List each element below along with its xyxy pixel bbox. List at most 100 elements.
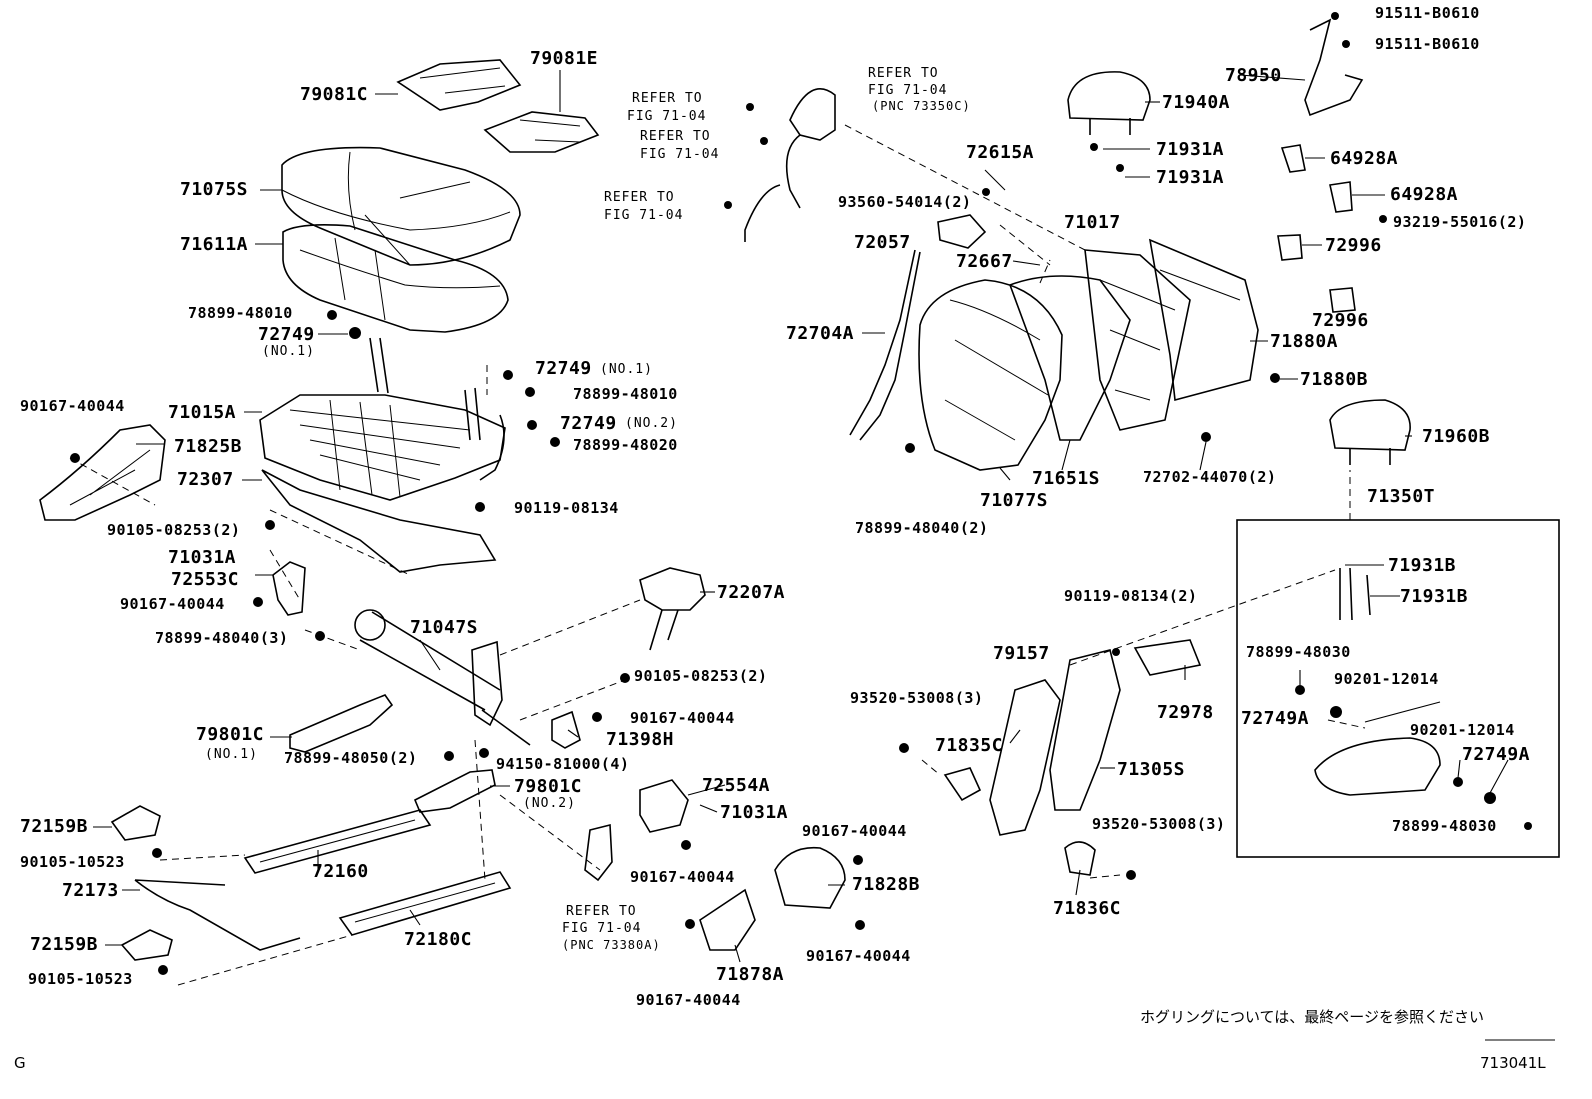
label-72667: 72667 [956, 251, 1013, 272]
label-90201-12014-b: 90201-12014 [1410, 721, 1515, 739]
hinge-72207a [639, 567, 706, 651]
cushion-cover-piece-c [396, 59, 522, 111]
label-72749-a: 72749 [258, 324, 315, 345]
label-72554a: 72554A [702, 775, 771, 796]
label-91511-b0610-b: 91511-B0610 [1375, 35, 1480, 53]
headrest-71960b [1329, 399, 1411, 465]
label-72749-c: 72749 [560, 413, 617, 434]
label-71077s: 71077S [980, 490, 1049, 511]
label-71878a: 71878A [716, 964, 785, 985]
label-72160: 72160 [312, 861, 369, 882]
label-72615a: 72615A [966, 142, 1035, 163]
seat-cushion-frame [282, 224, 509, 333]
label-72996-a: 72996 [1325, 235, 1382, 256]
label-72057: 72057 [854, 232, 911, 253]
refer-note-5-line3: (PNC 73380A) [562, 938, 661, 952]
cable-72704a [849, 249, 921, 441]
refer-note-2-line1: REFER TO [640, 129, 711, 144]
label-79157: 79157 [993, 643, 1050, 664]
label-71835c: 71835C [935, 735, 1004, 756]
label-79801c-b: 79801C [514, 776, 583, 797]
refer-note-4-line3: (PNC 73350C) [872, 99, 971, 113]
bracket-71398h [551, 710, 581, 749]
label-71398h: 71398H [606, 729, 675, 750]
label-71931b-a: 71931B [1388, 555, 1457, 576]
cover-64928a-lower [1329, 181, 1353, 213]
label-72749-c-note: (NO.2) [625, 416, 678, 431]
label-93219-55016: 93219-55016(2) [1393, 213, 1527, 231]
plate-79801c-no2 [413, 769, 496, 813]
label-72749-b: 72749 [535, 358, 592, 379]
label-78899-48030-a: 78899-48030 [1246, 643, 1351, 661]
switch-72996-lower [1329, 287, 1356, 313]
leader-lines [93, 70, 1509, 963]
refer-note-5-line2: FIG 71-04 [562, 921, 642, 936]
armrest-lid-72978 [1133, 639, 1202, 676]
label-72173: 72173 [62, 880, 119, 901]
label-71960b: 71960B [1422, 426, 1491, 447]
label-71931b-b: 71931B [1400, 586, 1469, 607]
label-72307: 72307 [177, 469, 234, 490]
label-72553c: 72553C [171, 569, 240, 590]
seat-belt-assembly [584, 88, 836, 882]
label-78899-48010-a: 78899-48010 [188, 304, 293, 322]
side-cover-left [39, 424, 166, 521]
seatback-frame-pad [1008, 275, 1131, 441]
refer-note-4-line1: REFER TO [868, 66, 939, 81]
dashed-guides [69, 124, 1366, 986]
bracket-78950 [1304, 18, 1364, 117]
cushion-cover-piece-e [483, 111, 600, 153]
label-78899-48030-b: 78899-48030 [1392, 817, 1497, 835]
label-72749a-a: 72749A [1241, 708, 1310, 729]
label-72749a-b: 72749A [1462, 744, 1531, 765]
label-71931a-b: 71931A [1156, 167, 1225, 188]
label-72978: 72978 [1157, 702, 1214, 723]
label-93520-53008-b: 93520-53008(3) [1092, 815, 1226, 833]
figure-id: 713041L [1480, 1054, 1546, 1072]
label-71031a-b: 71031A [720, 802, 789, 823]
label-78899-48040-b: 78899-48040(2) [855, 519, 989, 537]
label-79081c: 79081C [300, 84, 369, 105]
release-bar [134, 879, 301, 951]
armrest-79157 [989, 679, 1061, 836]
label-72207a: 72207A [717, 582, 786, 603]
label-93520-53008-a: 93520-53008(3) [850, 689, 984, 707]
label-71940a: 71940A [1162, 92, 1231, 113]
label-71350t: 71350T [1367, 486, 1436, 507]
seat-frame [259, 337, 506, 501]
label-91511-b0610-a: 91511-B0610 [1375, 4, 1480, 22]
label-78950: 78950 [1225, 65, 1282, 86]
switch-72996-upper [1277, 234, 1303, 261]
label-72180c: 72180C [404, 929, 473, 950]
slide-cover-lower [120, 929, 173, 961]
label-72159b-a: 72159B [20, 816, 89, 837]
armrest-assembly-box [1236, 519, 1560, 858]
seat-track-72160 [243, 809, 432, 874]
cover-71878a [699, 888, 756, 951]
armrest-frame-71305s [1049, 649, 1121, 811]
label-90167-40044-b: 90167-40044 [120, 595, 225, 613]
label-78899-48010-b: 78899-48010 [573, 385, 678, 403]
label-64928a-a: 64928A [1330, 148, 1399, 169]
label-64928a-b: 64928A [1390, 184, 1459, 205]
label-71047s: 71047S [410, 617, 479, 638]
label-90167-40044-a: 90167-40044 [20, 397, 125, 415]
fasteners [70, 12, 1532, 975]
seatback-frame [1084, 249, 1191, 431]
label-78899-48040-a: 78899-48040(3) [155, 629, 289, 647]
label-79801c-a-note: (NO.1) [205, 747, 258, 762]
label-72749-b-note: (NO.1) [600, 362, 653, 377]
refer-note-5-line1: REFER TO [566, 904, 637, 919]
label-71828b: 71828B [852, 874, 921, 895]
refer-note-1-line2: FIG 71-04 [627, 109, 707, 124]
refer-note-4-line2: FIG 71-04 [868, 83, 948, 98]
plate-79801c-no1 [289, 694, 394, 753]
label-71075s: 71075S [180, 179, 249, 200]
label-71931a-a: 71931A [1156, 139, 1225, 160]
seat-cushion-pad [281, 146, 521, 266]
label-72704a: 72704A [786, 323, 855, 344]
label-90167-40044-c: 90167-40044 [630, 709, 735, 727]
cover-71828b [774, 846, 846, 909]
refer-note-3-line2: FIG 71-04 [604, 208, 684, 223]
